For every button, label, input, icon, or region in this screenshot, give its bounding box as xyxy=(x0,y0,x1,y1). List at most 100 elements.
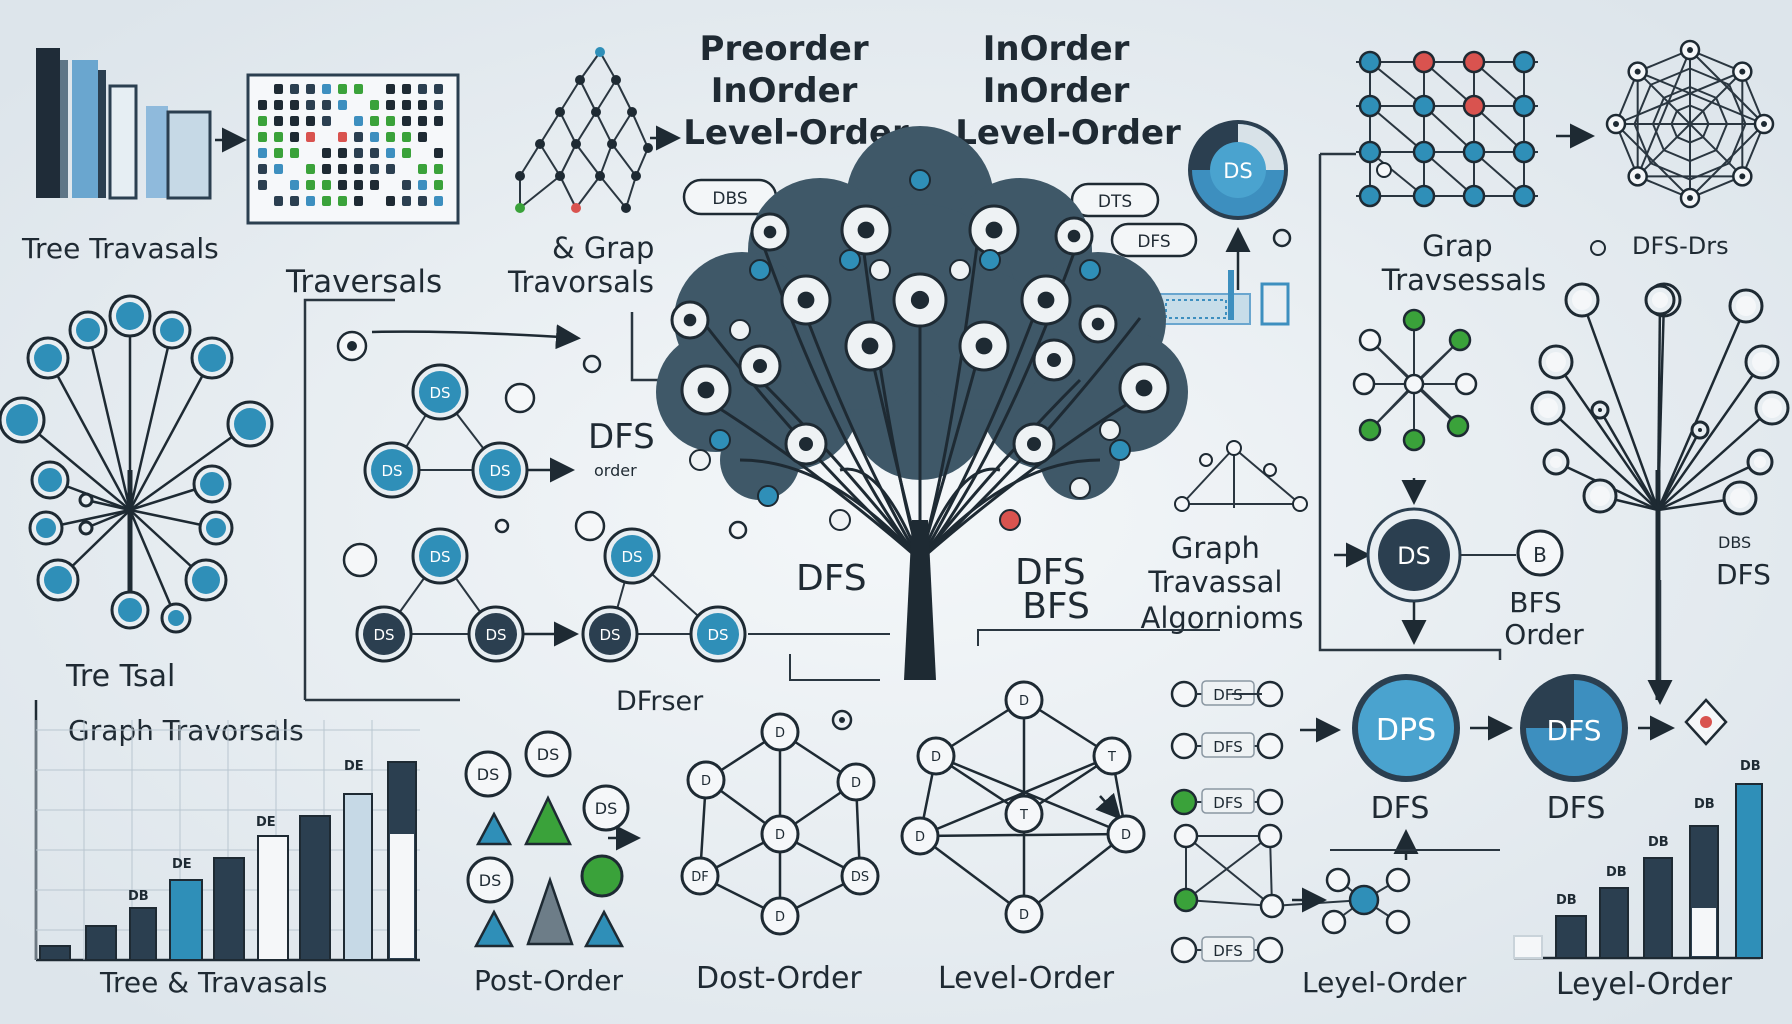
matrix-cell xyxy=(306,100,315,110)
tree-node-core xyxy=(1762,398,1782,418)
tree-node-core xyxy=(1736,296,1756,316)
matrix-cell xyxy=(354,196,363,206)
bar-label-b: DE xyxy=(172,857,192,872)
lattice-node xyxy=(1462,50,1486,74)
net-edge xyxy=(595,79,617,113)
net-edge xyxy=(539,143,561,177)
pill-dfs-text: DFS xyxy=(1137,232,1170,252)
web-chord xyxy=(1637,70,1765,125)
level-node xyxy=(1106,814,1146,854)
tree-branch xyxy=(1656,299,1662,511)
tree-branch xyxy=(758,378,922,561)
matrix-cell xyxy=(386,100,395,110)
matrix-cell xyxy=(418,164,427,174)
matrix-cell xyxy=(322,180,331,190)
matrix-cell xyxy=(338,100,347,110)
label-dfrser: DFrser xyxy=(616,686,704,717)
lattice-diag xyxy=(1423,105,1475,153)
matrix-cell xyxy=(434,84,443,94)
net-edge xyxy=(575,143,601,177)
ds-node-n4-text: DS xyxy=(429,548,450,566)
net-node xyxy=(555,107,565,117)
tree-node-dot xyxy=(1047,353,1061,367)
ds-pie-badge: DS xyxy=(1188,120,1288,220)
tree-small-node xyxy=(689,449,711,471)
tree-small-node xyxy=(749,259,771,281)
tree-node-core xyxy=(38,468,62,492)
matrix-cell xyxy=(274,100,283,110)
bfs-order-line2: Order xyxy=(1504,618,1584,651)
dfs_list_1-text: DFS xyxy=(1213,686,1242,704)
sg-node xyxy=(1259,893,1285,919)
matrix-cell xyxy=(434,100,443,110)
ds-node-core xyxy=(697,613,739,655)
hex-node-b-text: D xyxy=(775,910,785,925)
bar-label-a: DB xyxy=(1556,893,1577,908)
lattice-node xyxy=(1512,184,1536,208)
tree-branch xyxy=(758,235,922,561)
level-node-bl-text: D xyxy=(915,830,925,845)
tree-node-core xyxy=(1572,290,1592,310)
ds-small-node xyxy=(728,520,748,540)
net-edge xyxy=(635,147,649,177)
label-leyel-order-1: Leyel-Order xyxy=(1302,966,1467,999)
matrix-cell xyxy=(338,180,347,190)
post-node xyxy=(582,784,630,832)
matrix-cell xyxy=(402,148,411,158)
list-node-left xyxy=(1170,936,1198,964)
tree-node-core xyxy=(1730,488,1750,508)
ds-small-node xyxy=(574,510,606,542)
tree-branch xyxy=(1656,361,1764,511)
web-node-dot xyxy=(1634,68,1641,75)
inorder-line2: InOrder xyxy=(983,71,1130,111)
matrix-cell xyxy=(370,116,379,126)
net-edge xyxy=(575,111,597,145)
bar-label-e: DB xyxy=(1740,759,1761,774)
level-node xyxy=(1092,736,1132,776)
tree-node-dot xyxy=(797,291,815,309)
level-edge xyxy=(935,754,1127,836)
tree-node-core xyxy=(36,518,56,538)
bar-label-c: DB xyxy=(1648,835,1669,850)
net-edge xyxy=(579,51,601,81)
tree-node-core xyxy=(1590,486,1610,506)
star-node xyxy=(1358,418,1382,442)
tree-node-dot xyxy=(753,359,767,373)
radial-tree-right xyxy=(1530,282,1790,700)
matrix-cell xyxy=(386,84,395,94)
tree-small-node xyxy=(869,259,891,281)
tree-small-node xyxy=(1109,439,1131,461)
tree-node-core xyxy=(200,472,224,496)
lattice-node xyxy=(1412,50,1436,74)
lattice-node xyxy=(1462,140,1486,164)
label-inorder-block: InOrder InOrder Level-Order xyxy=(955,29,1181,153)
matrix-cell xyxy=(306,84,315,94)
web-node-dot xyxy=(1739,173,1746,180)
gta-line2: Travassal xyxy=(1147,565,1282,599)
matrix-cell xyxy=(418,180,427,190)
ds-node-n5-text: DS xyxy=(373,626,394,644)
bar xyxy=(85,925,117,961)
matrix-cell xyxy=(322,100,331,110)
tree-node-dot xyxy=(857,221,875,239)
net-node xyxy=(595,171,605,181)
matrix-grid-icon xyxy=(246,73,460,225)
matrix-cell xyxy=(418,100,427,110)
level-node xyxy=(916,736,956,776)
matrix-cell xyxy=(402,180,411,190)
dfs-disc: DFS xyxy=(1520,674,1628,782)
list-node-right xyxy=(1256,936,1284,964)
bar-label-a: DB xyxy=(128,889,149,904)
label-post-order: Post-Order xyxy=(474,964,624,997)
web-chord xyxy=(1689,123,1765,199)
list-node-left xyxy=(1170,788,1198,816)
matrix-cell xyxy=(402,116,411,126)
tree-node-core xyxy=(160,318,184,342)
triangle-green xyxy=(524,795,572,846)
dps-disc: DPS xyxy=(1352,674,1460,782)
bar-label-c: DE xyxy=(256,815,276,830)
lattice-node xyxy=(1358,50,1382,74)
tree-branch xyxy=(1580,299,1660,511)
net-edge xyxy=(611,143,637,177)
